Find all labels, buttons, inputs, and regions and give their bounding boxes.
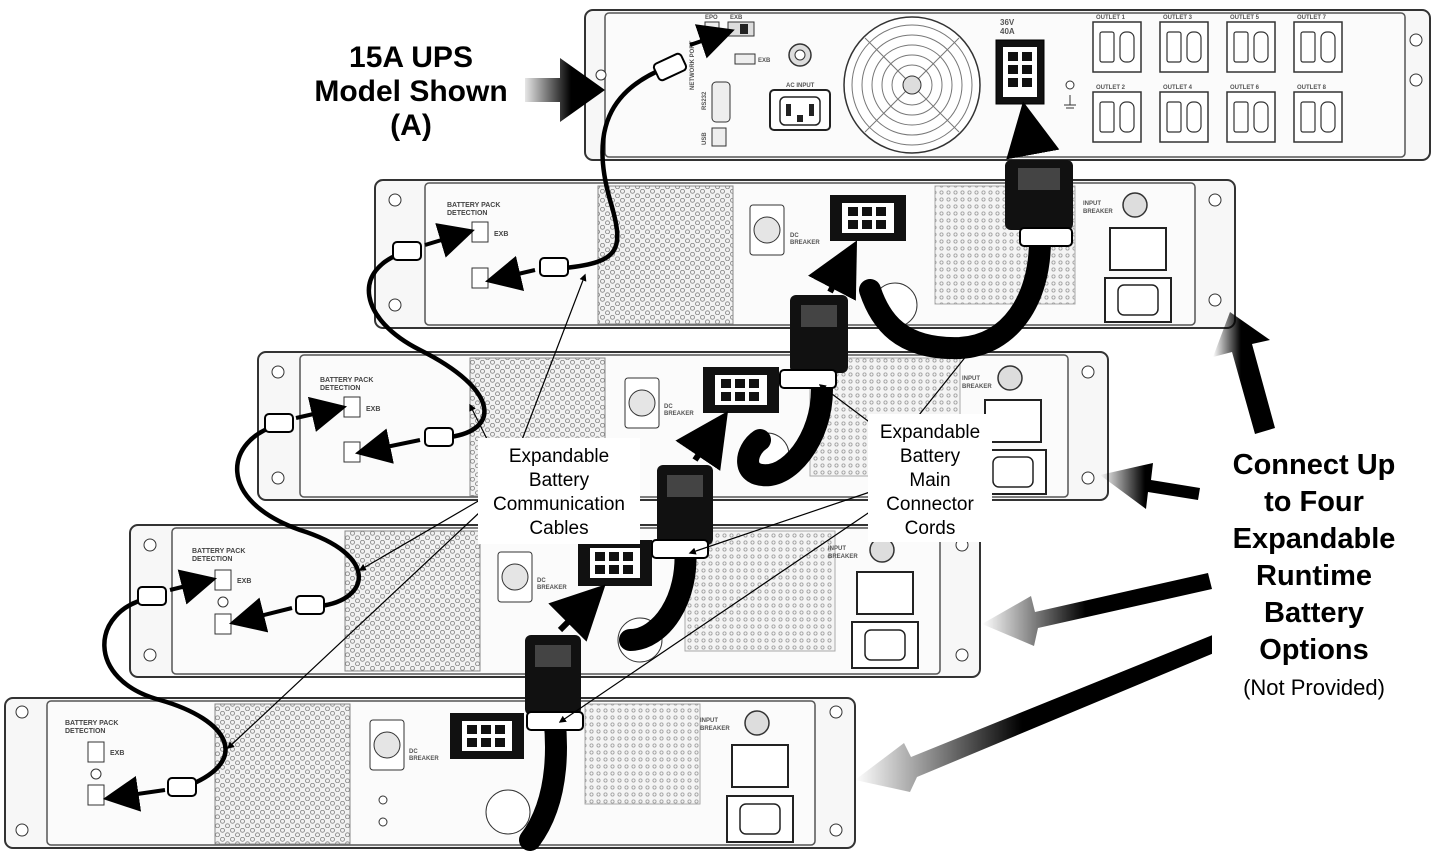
- pack3-input-breaker-2: BREAKER: [828, 554, 858, 560]
- ups-voltage-label: 36V: [1000, 18, 1015, 27]
- ups-port-exb-label: EXB: [730, 15, 743, 21]
- pack1-input-breaker-2: BREAKER: [1083, 209, 1113, 215]
- main-callout-line4: Connector: [886, 494, 974, 515]
- battery-pack-4: BATTERY PACK DETECTION EXB DC BREAKER IN…: [5, 698, 855, 848]
- ups-fan: [844, 17, 980, 153]
- model-label-line2: Model Shown: [314, 75, 507, 108]
- pack4-input-breaker-2: BREAKER: [700, 726, 730, 732]
- model-label: 15A UPS Model Shown (A): [295, 38, 525, 148]
- pack2-exb-label: EXB: [366, 406, 380, 413]
- pack1-detection-label-1: BATTERY PACK: [447, 202, 500, 209]
- connect-callout-note: (Not Provided): [1243, 675, 1385, 700]
- connect-callout-line3: Expandable: [1233, 523, 1396, 555]
- ups-amperage-label: 40A: [1000, 27, 1015, 36]
- comm-cables-callout: Expandable Battery Communication Cables: [478, 438, 640, 544]
- ups-ear-left: [596, 70, 606, 80]
- ups-ac-input-label: AC INPUT: [786, 83, 815, 89]
- comm-callout-line2: Battery: [529, 470, 590, 491]
- outlet-2-label: OUTLET 2: [1096, 85, 1126, 91]
- pack3-input-breaker-1: INPUT: [828, 546, 846, 552]
- outlet-4-label: OUTLET 4: [1163, 85, 1193, 91]
- pack3-dc-breaker-2: BREAKER: [537, 585, 567, 591]
- model-label-line3: (A): [390, 109, 432, 142]
- pack1-detection-label-2: DETECTION: [447, 210, 487, 217]
- pack3-detection-label-1: BATTERY PACK: [192, 548, 245, 555]
- model-label-line1: 15A UPS: [349, 41, 473, 74]
- pack3-detection-label-2: DETECTION: [192, 556, 232, 563]
- outlet-8-label: OUTLET 8: [1297, 85, 1327, 91]
- outlet-1-label: OUTLET 1: [1096, 15, 1126, 21]
- ups-usb-label: USB: [702, 132, 708, 145]
- ups-network-port-label: NETWORK PORT: [690, 40, 696, 90]
- pack2-detection-label-2: DETECTION: [320, 385, 360, 392]
- main-cords-callout: Expandable Battery Main Connector Cords: [868, 414, 992, 542]
- pack1-dc-breaker-1: DC: [790, 233, 799, 239]
- main-callout-line3: Main: [909, 470, 950, 491]
- connect-callout-line2: to Four: [1264, 486, 1364, 518]
- pack4-detection-label-1: BATTERY PACK: [65, 720, 118, 727]
- pack2-input-breaker-1: INPUT: [962, 376, 980, 382]
- pack4-dc-breaker-1: DC: [409, 749, 418, 755]
- ups-port-exb2-label: EXB: [758, 58, 771, 64]
- pack4-input-breaker-1: INPUT: [700, 718, 718, 724]
- ups-rs232-label: RS232: [702, 91, 708, 110]
- main-callout-line2: Battery: [900, 446, 961, 467]
- pack4-exb-label: EXB: [110, 750, 124, 757]
- connect-callout-line6: Options: [1259, 634, 1369, 666]
- connect-callout-line5: Battery: [1264, 597, 1364, 629]
- pack2-dc-breaker-1: DC: [664, 404, 673, 410]
- pack1-exb-label: EXB: [494, 231, 508, 238]
- pack3-exb-label: EXB: [237, 578, 251, 585]
- outlet-5-label: OUTLET 5: [1230, 15, 1260, 21]
- connect-callout-line4: Runtime: [1256, 560, 1372, 592]
- connect-callout: Connect Up to Four Expandable Runtime Ba…: [1212, 436, 1426, 711]
- ups-unit: EXB EPO EXB RS232 USB NETWORK PORT AC IN…: [585, 10, 1430, 160]
- comm-callout-line3: Communication: [493, 494, 625, 515]
- comm-callout-line4: Cables: [529, 518, 588, 539]
- main-callout-line5: Cords: [905, 518, 956, 539]
- pack2-dc-breaker-2: BREAKER: [664, 411, 694, 417]
- pack2-input-breaker-2: BREAKER: [962, 384, 992, 390]
- pack1-input-breaker-1: INPUT: [1083, 201, 1101, 207]
- main-callout-line1: Expandable: [880, 422, 980, 443]
- connect-callout-line1: Connect Up: [1233, 449, 1396, 481]
- pack4-dc-breaker-2: BREAKER: [409, 756, 439, 762]
- pack2-detection-label-1: BATTERY PACK: [320, 377, 373, 384]
- ups-port-epo-label: EPO: [705, 15, 718, 21]
- pack4-detection-label-2: DETECTION: [65, 728, 105, 735]
- outlet-3-label: OUTLET 3: [1163, 15, 1193, 21]
- pack3-dc-breaker-1: DC: [537, 578, 546, 584]
- outlet-7-label: OUTLET 7: [1297, 15, 1327, 21]
- outlet-6-label: OUTLET 6: [1230, 85, 1260, 91]
- comm-callout-line1: Expandable: [509, 446, 609, 467]
- pack1-dc-breaker-2: BREAKER: [790, 240, 820, 246]
